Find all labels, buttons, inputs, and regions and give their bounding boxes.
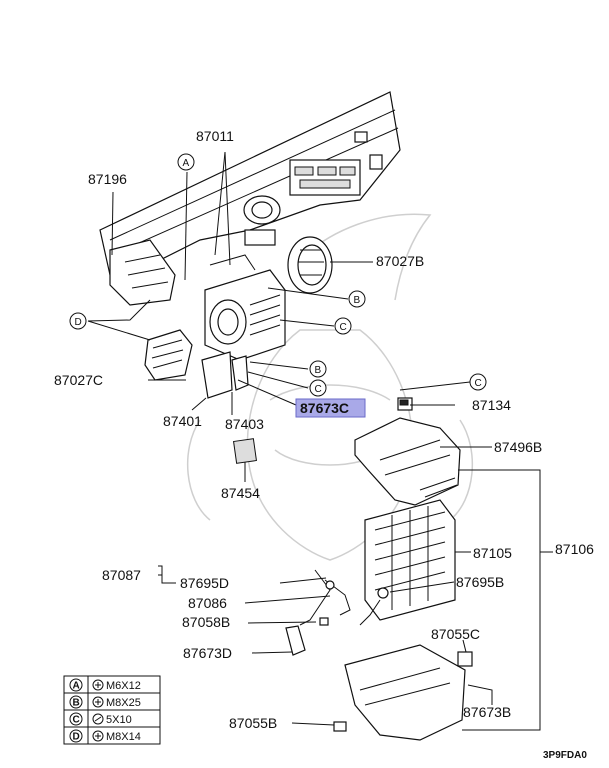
svg-text:D: D [73, 732, 80, 743]
svg-text:D: D [75, 317, 82, 328]
label-87403: 87403 [225, 416, 264, 432]
label-87401: 87401 [163, 413, 202, 429]
label-87496b: 87496B [494, 439, 542, 455]
label-87055c: 87055C [431, 626, 480, 642]
callout-c-upper: C [334, 317, 352, 335]
callout-a: A [177, 153, 195, 171]
bracket-87401 [201, 351, 249, 399]
diagram-code: 3P9FDA0 [543, 750, 587, 761]
svg-text:M8X14: M8X14 [106, 731, 141, 743]
switch-87134 [397, 397, 413, 411]
cover-87496b [354, 417, 461, 506]
label-87196: 87196 [88, 171, 127, 187]
label-87011: 87011 [196, 128, 234, 144]
label-87695b: 87695B [456, 574, 504, 590]
callout-c-lower: C [309, 379, 327, 397]
label-87086: 87086 [188, 595, 227, 611]
label-87673b: 87673B [463, 704, 511, 720]
svg-text:A: A [73, 681, 80, 692]
lower-tray [333, 644, 473, 741]
label-87134: 87134 [472, 397, 511, 413]
svg-text:M6X12: M6X12 [106, 680, 141, 692]
legend-row-d: D M8X14 [69, 729, 141, 743]
svg-text:B: B [354, 295, 361, 306]
label-87106: 87106 [555, 541, 594, 557]
callout-b-upper: B [348, 290, 366, 308]
label-87058b: 87058B [182, 614, 230, 630]
label-87105: 87105 [473, 545, 512, 561]
label-87673d: 87673D [183, 645, 232, 661]
label-87055b: 87055B [229, 715, 277, 731]
label-87454: 87454 [221, 485, 260, 501]
legend-row-a: A M6X12 [69, 678, 141, 692]
svg-text:C: C [475, 378, 482, 389]
legend-row-b: B M8X25 [69, 695, 141, 709]
svg-text:B: B [73, 698, 80, 709]
fan-ring-87027b [287, 236, 333, 294]
label-87695d: 87695D [180, 575, 229, 591]
svg-text:5X10: 5X10 [106, 714, 132, 726]
label-87087: 87087 [102, 567, 141, 583]
callout-b-lower: B [309, 360, 327, 378]
svg-text:B: B [315, 365, 322, 376]
label-87027c: 87027C [54, 372, 103, 388]
svg-text:C: C [315, 384, 322, 395]
bracket-87673d [285, 625, 306, 656]
blower-housing-87011 [204, 254, 286, 361]
dashboard-panel [99, 91, 401, 276]
callout-d: D [69, 312, 87, 330]
svg-text:M8X25: M8X25 [106, 697, 141, 709]
sponge-87454 [233, 438, 257, 464]
label-87673c: 87673C [300, 400, 349, 416]
bolt-legend: A M6X12 B M8X25 C 5X10 D M8X14 [63, 675, 161, 745]
filter-box-87027c [144, 329, 193, 381]
svg-text:C: C [73, 715, 80, 726]
legend-row-c: C 5X10 [69, 712, 132, 726]
callout-c-right: C [469, 373, 487, 391]
duct-87196 [109, 239, 176, 306]
svg-text:A: A [183, 158, 190, 169]
highlight-box-87673c [295, 398, 366, 418]
svg-text:C: C [340, 322, 347, 333]
label-87027b: 87027B [376, 253, 424, 269]
leader-lines [87, 151, 553, 731]
